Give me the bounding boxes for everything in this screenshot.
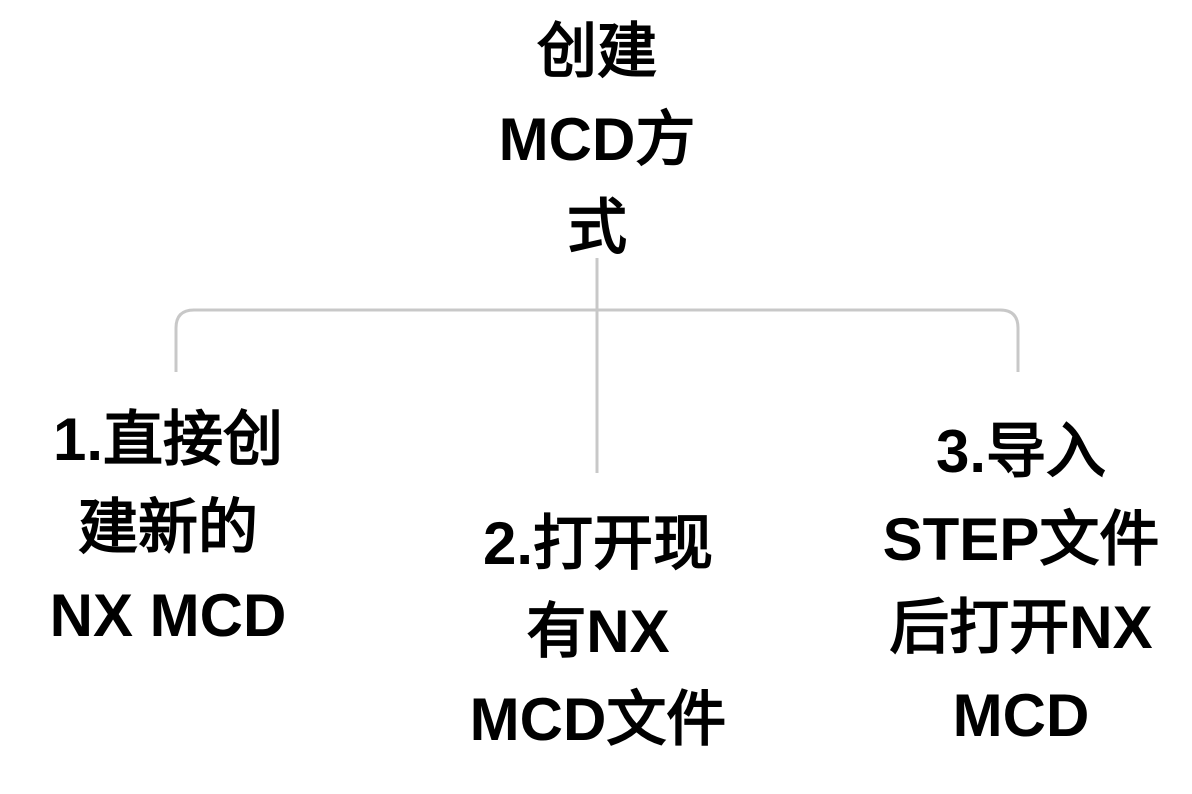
connector-bracket-right <box>597 308 1020 372</box>
child-node-2-label: 2.打开现 有NX MCD文件 <box>469 510 727 753</box>
connector-bracket-left <box>174 308 597 372</box>
root-node-label: 创建 MCD方 式 <box>498 18 696 261</box>
child-node-3-label: 3.导入 STEP文件 后打开NX MCD <box>882 418 1160 749</box>
child-node-1-label: 1.直接创 建新的 NX MCD <box>49 406 287 649</box>
